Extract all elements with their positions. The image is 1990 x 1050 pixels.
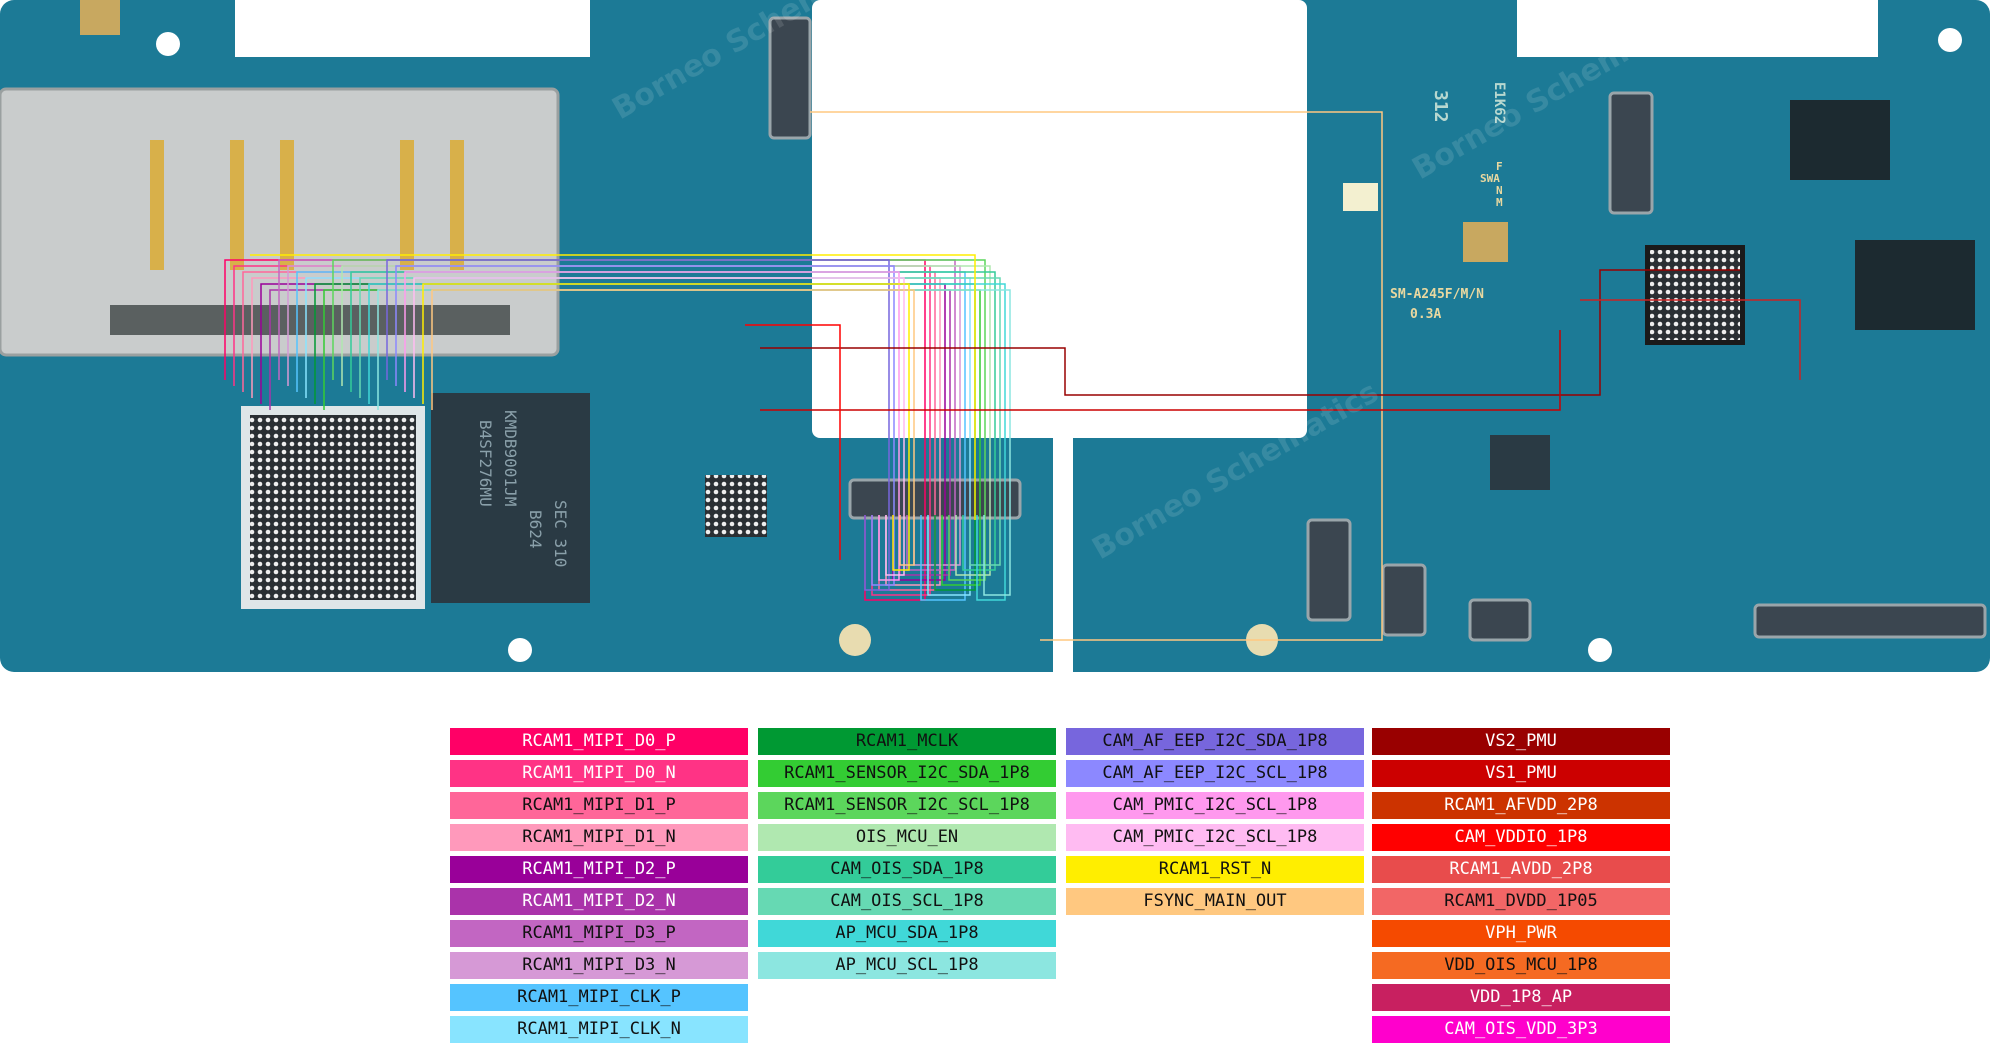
chip-right — [1855, 240, 1975, 330]
signal-traces — [224, 259, 1011, 601]
cutout-top-left — [235, 0, 590, 57]
pmic-pattern — [1650, 250, 1740, 340]
legend-item: VS2_PMU — [1372, 728, 1670, 755]
legend-item: VS1_PMU — [1372, 760, 1670, 787]
legend-item: AP_MCU_SDA_1P8 — [758, 920, 1056, 947]
bottom-edge — [0, 672, 1990, 690]
memory-chip — [431, 393, 590, 603]
signal-trace — [368, 283, 1006, 601]
trace-fsync — [810, 111, 1383, 641]
memory-marking-1: SEC 310 — [551, 500, 570, 567]
legend-item: RCAM1_MCLK — [758, 728, 1056, 755]
signal-trace — [413, 277, 905, 576]
chip-top-right — [1790, 100, 1890, 180]
bga-soc-pattern — [250, 415, 416, 600]
memory-marking-3: KMDB9001JM — [501, 410, 520, 506]
board-model-label: SM-A245F/M/N — [1390, 287, 1484, 302]
legend-item: AP_MCU_SCL_1P8 — [758, 952, 1056, 979]
signal-trace — [431, 289, 915, 566]
legend-item: RCAM1_MIPI_D0_P — [450, 728, 748, 755]
memory-marking-4: B4SF276MU — [476, 420, 495, 507]
signal-trace — [359, 277, 1001, 566]
swa-f: F — [1496, 160, 1503, 173]
board-code-e1k62: E1K62 — [1491, 82, 1507, 124]
legend-item: CAM_AF_EEP_I2C_SCL_1P8 — [1066, 760, 1364, 787]
cutout-center-gap — [1053, 430, 1073, 690]
legend-item: CAM_OIS_SCL_1P8 — [758, 888, 1056, 915]
qr-code-right — [1463, 222, 1508, 262]
legend-item: RCAM1_MIPI_D1_P — [450, 792, 748, 819]
trace-vddio — [745, 324, 841, 560]
legend-item: RCAM1_MIPI_D2_P — [450, 856, 748, 883]
signal-trace — [323, 289, 981, 586]
signal-trace — [341, 265, 991, 576]
cutout-top-right — [1517, 0, 1878, 57]
legend-item: RCAM1_AVDD_2P8 — [1372, 856, 1670, 883]
legend-item: RCAM1_AFVDD_2P8 — [1372, 792, 1670, 819]
legend-item: RCAM1_SENSOR_I2C_SDA_1P8 — [758, 760, 1056, 787]
trace-rst — [250, 254, 976, 520]
signal-trace — [350, 271, 996, 571]
qr-code-left — [80, 0, 120, 35]
cutout-center — [812, 0, 1307, 438]
signal-trace — [404, 271, 900, 581]
signal-trace — [386, 259, 890, 591]
legend-item: RCAM1_DVDD_1P05 — [1372, 888, 1670, 915]
legend-item: FSYNC_MAIN_OUT — [1066, 888, 1364, 915]
chip-mid-right — [1490, 435, 1550, 490]
legend-item: RCAM1_MIPI_D1_N — [450, 824, 748, 851]
signal-trace — [278, 259, 956, 571]
legend-item: CAM_PMIC_I2C_SCL_1P8 — [1066, 792, 1364, 819]
legend-item: RCAM1_RST_N — [1066, 856, 1364, 883]
legend-item: VPH_PWR — [1372, 920, 1670, 947]
memory-marking-2: B624 — [526, 510, 545, 549]
legend-item: CAM_VDDIO_1P8 — [1372, 824, 1670, 851]
trace-vs2 — [760, 269, 1740, 396]
board-rev-label: 0.3A — [1410, 307, 1441, 322]
board-code-312: 312 — [1430, 90, 1451, 123]
pcb-board-photo: SEC 310 B624 KMDB9001JM B4SF276MU SM-A24… — [0, 0, 1990, 690]
legend-item: RCAM1_MIPI_D2_N — [450, 888, 748, 915]
legend-item: RCAM1_MIPI_CLK_P — [450, 984, 748, 1011]
trace-vs1 — [760, 330, 1561, 411]
legend-item: RCAM1_MIPI_CLK_N — [450, 1016, 748, 1043]
legend-column-1: RCAM1_MIPI_D0_P RCAM1_MIPI_D0_N RCAM1_MIPI… — [450, 728, 748, 1048]
legend-item: RCAM1_MIPI_D3_P — [450, 920, 748, 947]
legend-item: RCAM1_SENSOR_I2C_SCL_1P8 — [758, 792, 1056, 819]
legend-item: CAM_OIS_VDD_3P3 — [1372, 1016, 1670, 1043]
legend-item: OIS_MCU_EN — [758, 824, 1056, 851]
swa-m: M — [1496, 196, 1503, 209]
legend-item: RCAM1_MIPI_D3_N — [450, 952, 748, 979]
signal-trace — [305, 277, 971, 596]
trace-power — [1580, 299, 1801, 380]
swa-label: SWA — [1480, 172, 1500, 185]
legend-item: VDD_OIS_MCU_1P8 — [1372, 952, 1670, 979]
bga-chip-small — [705, 475, 767, 537]
signal-trace — [377, 289, 1011, 596]
legend-item: CAM_PMIC_I2C_SCL_1P8 — [1066, 824, 1364, 851]
signal-trace — [395, 265, 895, 586]
sim-slot — [110, 305, 510, 335]
legend-item: CAM_OIS_SDA_1P8 — [758, 856, 1056, 883]
sim-contacts — [150, 140, 464, 270]
legend-item: VDD_1P8_AP — [1372, 984, 1670, 1011]
swa-n: N — [1496, 184, 1503, 197]
led-flash — [1343, 183, 1378, 211]
legend-item: CAM_AF_EEP_I2C_SDA_1P8 — [1066, 728, 1364, 755]
signal-trace — [332, 259, 986, 581]
signal-trace — [422, 283, 910, 571]
signal-trace — [296, 271, 966, 601]
legend-item: RCAM1_MIPI_D0_N — [450, 760, 748, 787]
